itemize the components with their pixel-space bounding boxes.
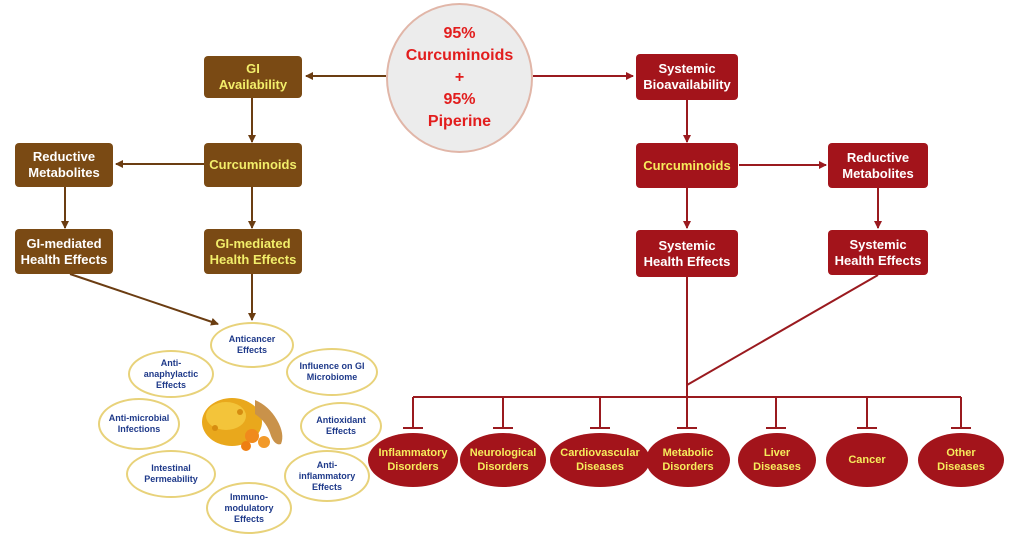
left-gi-health-effects-box-2: GI-mediated Health Effects: [204, 229, 302, 274]
disease-other-diseases: Other Diseases: [918, 433, 1004, 487]
left-curcuminoids-box: Curcuminoids: [204, 143, 302, 187]
gi-availability-box: GI Availability: [204, 56, 302, 98]
systemic-health-effects-box-1: Systemic Health Effects: [636, 230, 738, 277]
center-line-4: 95%: [443, 91, 476, 108]
disease-liver-diseases: Liver Diseases: [738, 433, 816, 487]
systemic-health-effects-box-2: Systemic Health Effects: [828, 230, 928, 275]
center-line-1: 95%: [443, 25, 476, 42]
anti-inflammatory-effects-ellipse: Anti-inflammatory Effects: [284, 450, 370, 502]
disease-neurological-disorders: Neurological Disorders: [460, 433, 546, 487]
center-formula-ellipse: 95% Curcuminoids + 95% Piperine: [386, 3, 533, 153]
intestinal-permeability-ellipse: Intestinal Permeability: [126, 450, 216, 498]
arrow-gi-effects-to-anticancer-1: [69, 273, 219, 326]
left-gi-health-effects-box-1: GI-mediated Health Effects: [15, 229, 113, 274]
disease-inflammatory-disorders: Inflammatory Disorders: [368, 433, 458, 487]
anticancer-effects-ellipse: Anticancer Effects: [210, 322, 294, 368]
antianaphylactic-effects-ellipse: Anti-anaphylactic Effects: [128, 350, 214, 398]
antimicrobial-infections-ellipse: Anti-microbial Infections: [98, 398, 180, 450]
right-curcuminoids-box: Curcuminoids: [636, 143, 738, 188]
gi-microbiome-ellipse: Influence on GI Microbiome: [286, 348, 378, 396]
turmeric-illustration: [202, 398, 283, 451]
center-line-2: Curcuminoids: [405, 47, 514, 64]
disease-metabolic-disorders: Metabolic Disorders: [646, 433, 730, 487]
disease-cardiovascular-diseases: Cardiovascular Diseases: [550, 433, 650, 487]
right-reductive-metabolites-box: Reductive Metabolites: [828, 143, 928, 188]
connector-effects-diagonal: [686, 274, 879, 386]
systemic-bioavailability-box: Systemic Bioavailability: [636, 54, 738, 100]
left-reductive-metabolites-box: Reductive Metabolites: [15, 143, 113, 187]
center-line-3: +: [454, 69, 465, 86]
center-line-5: Piperine: [427, 113, 492, 130]
disease-cancer: Cancer: [826, 433, 908, 487]
immunomodulatory-effects-ellipse: Immuno-modulatory Effects: [206, 482, 292, 534]
antioxidant-effects-ellipse: Antioxidant Effects: [300, 402, 382, 450]
